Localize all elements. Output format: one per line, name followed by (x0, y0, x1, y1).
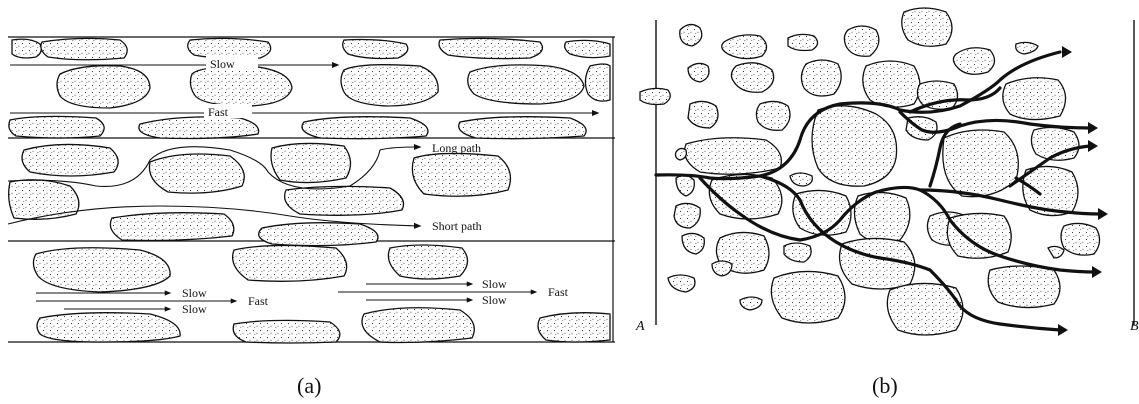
label-slow-r1: Slow (482, 277, 507, 291)
sand-grain (233, 320, 340, 343)
sand-grain (22, 144, 118, 176)
sand-grain (1048, 246, 1064, 258)
sand-grain (37, 313, 180, 342)
sand-grain (812, 106, 897, 186)
sand-grain (788, 34, 818, 50)
sand-grain (863, 61, 920, 107)
sand-grain (388, 245, 467, 279)
sand-grain (731, 63, 773, 92)
sand-grain (233, 245, 347, 281)
arrowhead (1092, 266, 1102, 278)
sand-grain (676, 148, 687, 160)
label-slow-top: Slow (210, 57, 235, 71)
sand-grain (988, 266, 1060, 308)
sand-grain (943, 130, 1018, 197)
sand-grain (57, 66, 150, 108)
arrowhead (1098, 208, 1108, 220)
label-long-path: Long path (432, 141, 481, 155)
label-a: A (635, 319, 645, 334)
sand-grain (902, 8, 952, 46)
sand-grain (412, 153, 510, 196)
sand-grain (756, 101, 790, 130)
sand-grain (149, 154, 244, 193)
label-slow-l2: Slow (182, 302, 207, 316)
sand-grain (110, 213, 233, 241)
label-fast-top: Fast (208, 105, 229, 119)
sand-grain (722, 35, 767, 59)
label-b: B (1130, 319, 1139, 334)
sand-grain (188, 38, 271, 58)
sand-grain (685, 138, 782, 175)
sand-grain (1016, 42, 1038, 54)
label-slow-r2: Slow (482, 293, 507, 307)
sand-grain (801, 60, 841, 96)
panel-a: Slow Fast Long path Short path (8, 37, 615, 398)
sand-grain (362, 308, 474, 343)
sand-grain (688, 63, 709, 82)
sand-grain (887, 283, 963, 335)
sand-grain (343, 40, 408, 59)
sand-grain (190, 66, 292, 106)
sand-grain (585, 64, 610, 101)
sand-grain (41, 38, 127, 59)
sand-grain (784, 243, 811, 262)
sand-grain (285, 186, 404, 215)
sand-grain (668, 275, 695, 292)
label-slow-l1: Slow (182, 286, 207, 300)
sand-grain (468, 65, 584, 104)
sand-grain (271, 143, 351, 182)
sand-grain (740, 297, 762, 310)
sand-grain (12, 39, 41, 58)
sand-grain (688, 101, 718, 128)
sand-grain (674, 203, 700, 228)
sand-grain (682, 233, 704, 254)
sand-grain (947, 213, 1011, 258)
sand-grain (712, 261, 732, 276)
arrowhead (1058, 324, 1068, 336)
sand-grain (676, 175, 694, 196)
sand-grain (790, 173, 812, 186)
sand-grain (259, 223, 378, 246)
sand-grain (459, 117, 586, 139)
sand-grain (439, 38, 542, 58)
grain-group-top (9, 38, 610, 138)
caption-b: (b) (872, 373, 898, 398)
panel-b: A B (b) (635, 8, 1139, 398)
label-fast-l: Fast (248, 294, 269, 308)
sand-grain (302, 117, 428, 139)
sand-grain (840, 238, 915, 289)
sand-grain (844, 26, 879, 56)
sand-grain (680, 24, 702, 46)
sand-grain (538, 313, 610, 342)
arrowhead (1088, 140, 1098, 152)
sand-grain (1061, 223, 1100, 255)
sand-grain (341, 65, 438, 106)
sand-grain (139, 117, 259, 139)
sand-grain (565, 40, 610, 57)
sand-grain (793, 190, 851, 235)
sand-grain (771, 271, 845, 323)
sand-grain (1003, 78, 1066, 120)
grain-group-bottom (33, 245, 610, 343)
caption-a: (a) (297, 373, 321, 398)
label-fast-r: Fast (548, 285, 569, 299)
sand-grain (9, 116, 104, 138)
sand-grain (33, 248, 170, 292)
arrowhead (1062, 46, 1072, 58)
arrowhead (1088, 122, 1098, 134)
sand-grain (953, 48, 994, 75)
sand-grain (640, 88, 670, 104)
label-short-path: Short path (432, 219, 482, 233)
sand-grain (9, 180, 79, 220)
